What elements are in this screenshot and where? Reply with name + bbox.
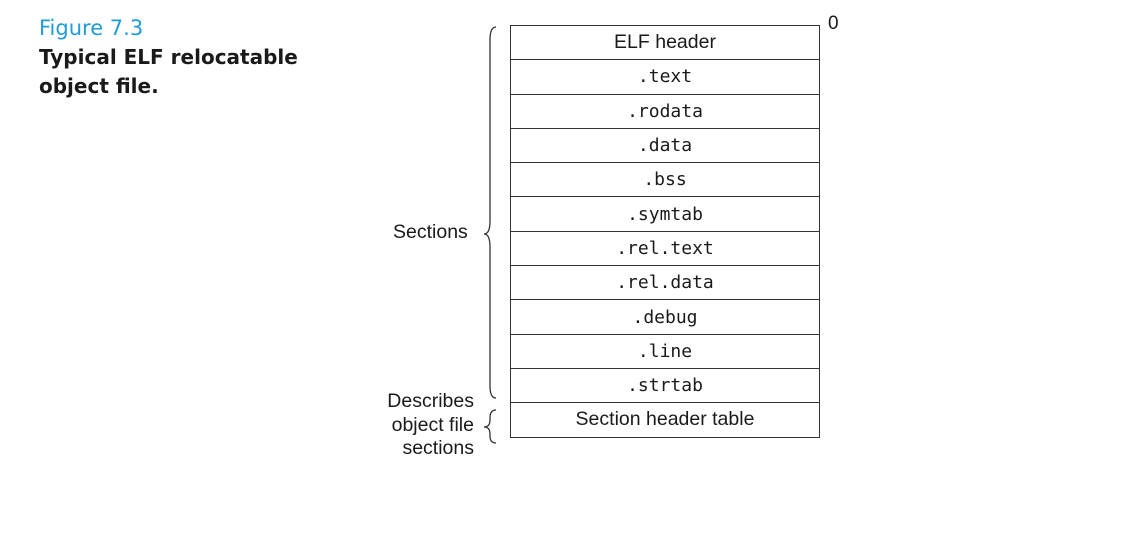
row-strtab: .strtab bbox=[511, 369, 819, 404]
row-label: .bss bbox=[643, 169, 687, 191]
row-symtab: .symtab bbox=[511, 197, 819, 232]
row-label: .text bbox=[637, 66, 693, 88]
row-rel-text: .rel.text bbox=[511, 232, 819, 267]
row-label: .data bbox=[637, 135, 693, 157]
row-label: Section header table bbox=[575, 408, 755, 431]
row-label: ELF header bbox=[614, 31, 716, 54]
row-label: .rel.text bbox=[616, 237, 714, 259]
elf-layout-table: ELF header .text .rodata .data .bss .sym… bbox=[510, 25, 820, 438]
describes-line-1: Describes bbox=[387, 390, 474, 412]
describes-line-3: sections bbox=[402, 437, 474, 459]
row-line: .line bbox=[511, 335, 819, 369]
sections-label: Sections bbox=[393, 221, 468, 243]
row-label: .rel.data bbox=[616, 272, 714, 294]
row-text: .text bbox=[511, 60, 819, 95]
figure-caption: Typical ELF relocatable object file. bbox=[39, 45, 298, 98]
row-label: .line bbox=[637, 340, 693, 362]
row-bss: .bss bbox=[511, 163, 819, 198]
row-label: .strtab bbox=[627, 375, 703, 397]
describes-line-2: object file bbox=[391, 413, 474, 436]
row-elf-header: ELF header bbox=[511, 26, 819, 61]
row-debug: .debug bbox=[511, 300, 819, 335]
row-section-header-table: Section header table bbox=[511, 403, 819, 438]
describes-label: Describes object file sections bbox=[370, 390, 474, 461]
row-label: .rodata bbox=[627, 100, 703, 122]
row-rodata: .rodata bbox=[511, 95, 819, 129]
row-label: .debug bbox=[632, 306, 698, 328]
describes-brace bbox=[483, 409, 497, 444]
offset-label: 0 bbox=[828, 13, 839, 34]
row-rel-data: .rel.data bbox=[511, 266, 819, 301]
row-data: .data bbox=[511, 129, 819, 164]
figure-number: Figure 7.3 bbox=[39, 16, 144, 40]
row-label: .symtab bbox=[627, 203, 703, 225]
sections-brace bbox=[483, 26, 497, 399]
